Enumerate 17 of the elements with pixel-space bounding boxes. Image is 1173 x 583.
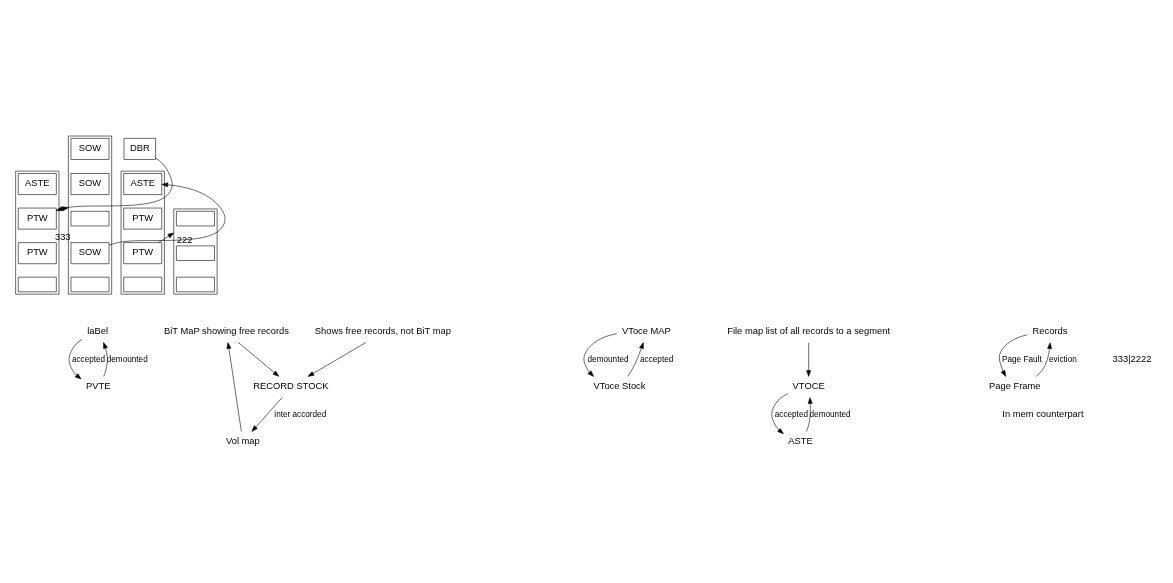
node-text: VToce Stock [593,380,646,391]
node-text: Records [1032,325,1068,336]
node-text: File map list of all records to a segment [727,325,891,336]
label: 333|2222 [1112,353,1152,364]
node-text: laBel [87,325,109,336]
node-text: Shows free records, not BiT map [314,325,451,336]
label: In mem counterpart [1002,408,1084,419]
node-label: 222 [176,234,193,245]
node-text: RECORD STOCK [253,380,329,391]
node-text: PVTE [85,380,111,391]
node-text: Page Frame [989,380,1041,391]
node-text: VToce MAP [621,325,671,336]
node-text: VTOCE [792,380,825,391]
node-text: Vol map [225,435,260,446]
node-label: 333 [54,231,71,242]
node-text: BiT MaP showing free records [163,325,289,336]
node-text: ASTE [788,435,813,446]
